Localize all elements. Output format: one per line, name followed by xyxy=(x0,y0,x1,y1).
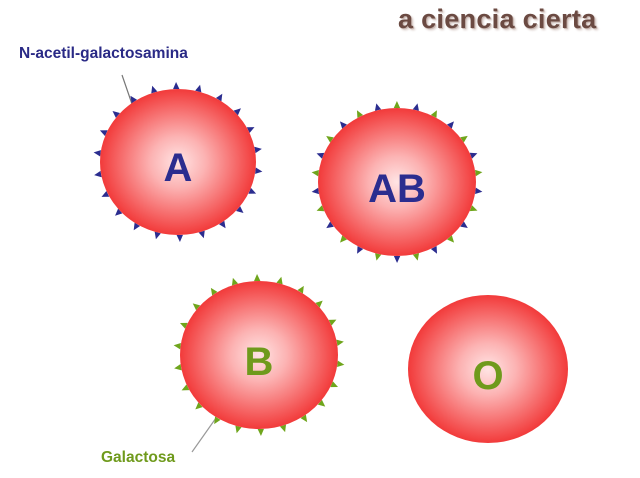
antigen-a-marker xyxy=(446,121,454,129)
antigen-b-marker xyxy=(195,402,203,410)
antigen-b-marker xyxy=(231,277,239,286)
antigen-a-marker xyxy=(219,220,226,229)
cell-a-label: A xyxy=(164,146,193,190)
antigen-a-marker xyxy=(173,82,180,90)
antigen-b-marker xyxy=(340,235,348,243)
antigen-a-marker xyxy=(236,206,244,213)
antigen-b-marker xyxy=(173,342,181,350)
antigen-b-marker xyxy=(279,424,287,433)
antigen-a-marker xyxy=(115,208,123,216)
cell-o-body xyxy=(408,295,568,443)
antigen-b-marker xyxy=(336,339,344,346)
antigen-b-marker xyxy=(315,300,323,308)
cell-a: A xyxy=(93,82,263,242)
cell-a-body xyxy=(100,89,256,235)
antigens-b xyxy=(173,274,345,436)
antigen-a-marker xyxy=(316,152,325,159)
antigen-a-marker xyxy=(151,85,158,94)
antigen-a-marker xyxy=(195,84,202,93)
antigen-b-marker xyxy=(297,285,304,294)
antigen-b-marker xyxy=(214,416,221,425)
antigen-a-marker xyxy=(93,150,101,157)
antigen-b-marker xyxy=(181,384,190,391)
cell-b-label: B xyxy=(245,340,274,384)
antigen-a-marker xyxy=(326,221,334,229)
cell-o-label: O xyxy=(472,354,503,398)
antigen-a-marker xyxy=(430,246,438,254)
antigen-a-marker xyxy=(99,130,108,137)
cell-b-body xyxy=(180,281,338,429)
cell-ab-body xyxy=(318,108,476,256)
antigen-b-marker xyxy=(430,110,437,118)
antigen-a-marker xyxy=(130,95,137,104)
antigen-b-marker xyxy=(330,381,339,388)
antigen-a-marker xyxy=(133,222,141,231)
label-galactosa: Galactosa xyxy=(101,449,176,466)
antigen-a-marker xyxy=(101,190,110,197)
label-n-acetil-galactosamina: N-acetil-galactosamina xyxy=(19,45,188,62)
antigen-a-marker xyxy=(112,111,120,118)
antigen-b-marker xyxy=(326,136,334,143)
antigen-b-marker xyxy=(337,360,345,368)
antigens-ab xyxy=(311,101,483,263)
antigen-a-marker xyxy=(233,108,241,116)
antigen-a-marker xyxy=(460,221,468,228)
antigen-a-marker xyxy=(311,187,319,195)
antigen-b-marker xyxy=(300,414,308,423)
antigen-b-marker xyxy=(317,399,326,407)
antigen-a-marker xyxy=(412,103,419,111)
antigen-b-marker xyxy=(375,253,382,261)
antigen-b-marker xyxy=(475,169,483,177)
antigen-b-marker xyxy=(179,322,188,329)
leader-line-a xyxy=(121,74,133,105)
antigen-a-marker xyxy=(246,127,255,134)
antigen-b-marker xyxy=(210,287,218,296)
antigen-a-marker xyxy=(215,93,223,102)
antigen-b-marker xyxy=(192,303,201,311)
antigen-b-marker xyxy=(276,276,283,285)
cell-ab: AB xyxy=(311,101,483,263)
antigen-a-marker xyxy=(176,234,183,242)
leader-line-b xyxy=(191,417,217,453)
antigen-b-marker xyxy=(328,319,337,326)
antigen-a-marker xyxy=(154,231,161,240)
antigens-a xyxy=(93,82,263,242)
antigen-a-marker xyxy=(357,246,364,254)
brand-title: a ciencia cierta xyxy=(398,4,597,34)
antigen-b-marker xyxy=(257,428,265,436)
antigen-b-marker xyxy=(460,135,468,143)
antigen-b-marker xyxy=(356,110,364,118)
antigen-a-marker xyxy=(469,152,478,159)
antigen-b-marker xyxy=(235,425,242,434)
antigen-a-marker xyxy=(94,170,102,178)
antigen-b-marker xyxy=(311,169,319,177)
antigen-a-marker xyxy=(254,146,262,154)
antigen-b-marker xyxy=(393,101,401,109)
antigen-a-marker xyxy=(339,121,347,129)
antigen-b-marker xyxy=(469,205,478,212)
antigen-b-marker xyxy=(412,253,420,261)
antigen-a-marker xyxy=(248,187,257,194)
antigen-b-marker xyxy=(316,205,325,212)
cell-b: B xyxy=(173,274,345,436)
antigen-a-marker xyxy=(475,187,483,195)
antigen-b-marker xyxy=(253,274,261,282)
antigen-b-marker xyxy=(174,364,182,371)
cell-ab-label: AB xyxy=(368,167,426,211)
antigen-a-marker xyxy=(255,167,263,174)
antigen-a-marker xyxy=(393,255,401,263)
cell-o: O xyxy=(408,295,568,443)
antigen-b-marker xyxy=(447,235,455,243)
antigen-a-marker xyxy=(374,103,382,111)
antigen-a-marker xyxy=(198,230,205,239)
